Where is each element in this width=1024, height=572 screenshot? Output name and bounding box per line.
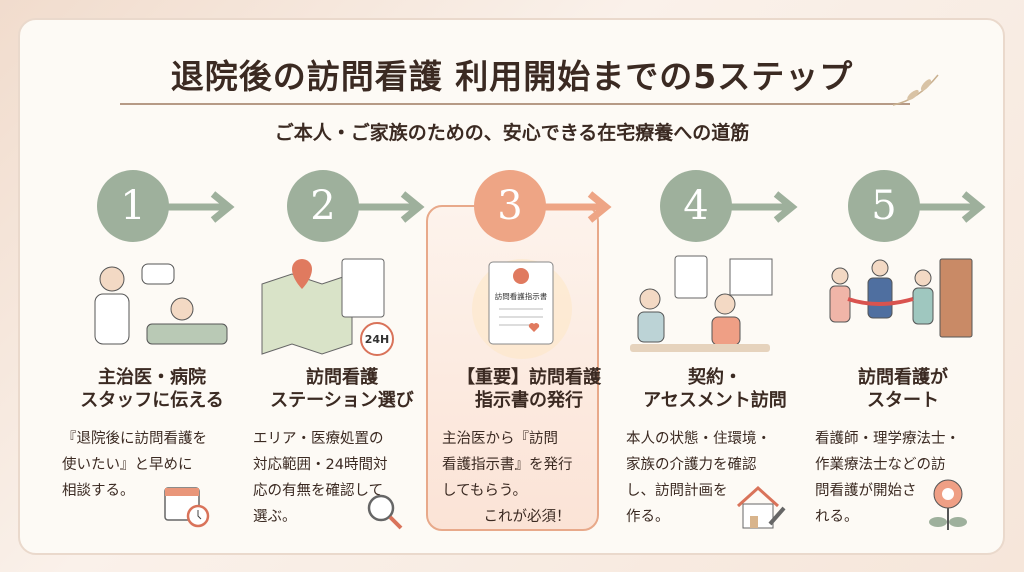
text-line: 対応範囲・24時間対 (253, 457, 388, 473)
text-line: 主治医から『訪問 (442, 431, 558, 447)
house-pen-icon (736, 485, 786, 529)
text-line: してもらう。 (442, 483, 527, 499)
step-heading: 契約・アセスメント訪問 (620, 366, 810, 412)
text-line: 使いたい』と早めに (62, 457, 193, 473)
arrow-right-icon (161, 191, 235, 223)
text-line: 相談する。 (62, 483, 135, 499)
step-number-badge: 1 (97, 170, 169, 242)
heading-line: スタート (867, 390, 939, 411)
magnifier-icon (367, 494, 403, 530)
text-line: 選ぶ。 (253, 509, 297, 525)
heading-line: 指示書の発行 (475, 390, 583, 411)
text-line: 『退院後に訪問看護を (62, 431, 207, 447)
text-line: 応の有無を確認して (253, 483, 384, 499)
heading-line: 【重要】訪問看護 (457, 367, 601, 388)
page-title: 退院後の訪問看護 利用開始までの5ステップ (170, 57, 854, 96)
text-line: 看護師・理学療法士・ (815, 431, 960, 447)
heading-line: 契約・ (688, 367, 742, 388)
text-line: れる。 (815, 509, 859, 525)
contract-handshake-illustration (630, 255, 773, 352)
heading-line: アセスメント訪問 (643, 390, 787, 411)
arrow-right-icon (351, 191, 425, 223)
heading-line: ステーション選び (270, 390, 414, 411)
text-line: 作る。 (626, 509, 670, 525)
text-line: エリア・医療処置の (253, 431, 384, 447)
step-heading: 【重要】訪問看護指示書の発行 (434, 366, 624, 412)
text-line: し、訪問計画を (626, 483, 728, 499)
arrow-right-icon (912, 191, 986, 223)
care-team-illustration (829, 258, 973, 338)
instruction-document-illustration: 訪問看護指示書 (472, 259, 572, 359)
24h-badge: 24H (365, 333, 390, 346)
step-description: エリア・医療処置の対応範囲・24時間対応の有無を確認して選ぶ。 (253, 426, 433, 530)
step-number-badge: 2 (287, 170, 359, 242)
step-description: 『退院後に訪問看護を使いたい』と早めに相談する。 (62, 426, 242, 504)
text-line: 看護指示書』を発行 (442, 457, 573, 473)
calendar-icon (164, 487, 210, 528)
doctor-patient-illustration (94, 263, 228, 345)
title-divider (120, 103, 910, 105)
arrow-right-icon (538, 191, 612, 223)
important-step-highlight (426, 205, 599, 531)
arrow-right-icon (724, 191, 798, 223)
step-description: 看護師・理学療法士・作業療法士などの訪問看護が開始される。 (815, 426, 995, 530)
text-line: 本人の状態・住環境・ (626, 431, 771, 447)
step-number-badge: 5 (848, 170, 920, 242)
step-description: 本人の状態・住環境・家族の介護力を確認し、訪問計画を作る。 (626, 426, 806, 530)
must-note: これが必須！ (483, 509, 571, 525)
heading-line: 訪問看護が (858, 367, 948, 388)
flower-icon (929, 479, 967, 530)
step-heading: 主治医・病院スタッフに伝える (57, 366, 247, 412)
step-heading: 訪問看護がスタート (808, 366, 998, 412)
step-number-badge: 3 (474, 170, 546, 242)
heading-line: 主治医・病院 (98, 367, 206, 388)
heading-line: スタッフに伝える (80, 390, 224, 411)
text-line: 問看護が開始さ (815, 483, 917, 499)
step-number-badge: 4 (660, 170, 732, 242)
subtitle: ご本人・ご家族のための、安心できる在宅療養への道筋 (274, 122, 750, 144)
document-label: 訪問看護指示書 (495, 291, 548, 301)
step-heading: 訪問看護ステーション選び (247, 366, 437, 412)
leaf-ornament-icon (892, 74, 939, 106)
text-line: 作業療法士などの訪 (815, 457, 946, 473)
heading-line: 訪問看護 (306, 367, 378, 388)
text-line: 家族の介護力を確認 (626, 457, 757, 473)
step-description: 主治医から『訪問看護指示書』を発行してもらう。これが必須！ (442, 426, 622, 530)
map-checklist-illustration: 24H (261, 258, 394, 356)
